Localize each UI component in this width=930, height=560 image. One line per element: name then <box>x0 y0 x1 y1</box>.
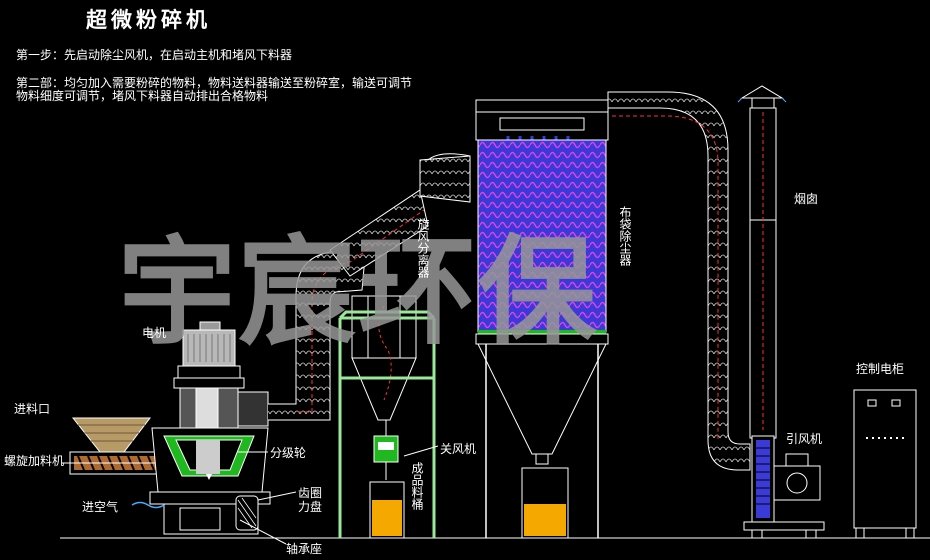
step-one-text: 第一步：先启动除尘风机，在启动主机和堵风下料器 <box>16 48 293 62</box>
label-screw-feeder: 螺旋加料机 <box>4 454 65 468</box>
cyclone-separator <box>338 153 471 538</box>
label-cyclone: 旋风分离器 <box>416 218 430 278</box>
label-motor: 电机 <box>142 326 167 340</box>
label-bag-filter: 布袋除尘器 <box>618 206 632 266</box>
control-cabinet <box>853 389 917 539</box>
screw-feeder <box>62 451 163 475</box>
label-chimney: 烟囱 <box>794 192 819 206</box>
label-control-cabinet: 控制电柜 <box>856 362 905 376</box>
induced-fan <box>743 435 825 539</box>
bag-filter <box>475 99 609 538</box>
label-gear-ring: 齿圈 <box>298 486 323 500</box>
watermark-text: 宇宸环保 <box>118 223 599 361</box>
label-feed-port: 进料口 <box>14 402 51 416</box>
label-induced-fan: 引风机 <box>786 432 823 446</box>
page-title: 超微粉碎机 <box>86 8 211 32</box>
feed-hopper <box>71 417 152 453</box>
chimney <box>737 85 787 439</box>
step-two-text-line2: 物料细度可调节，堵风下料器自动排出合格物料 <box>16 89 269 103</box>
label-product-bucket: 成品料桶 <box>410 462 424 510</box>
product-bucket <box>369 481 405 539</box>
filter-bucket <box>521 467 569 539</box>
label-classifier-wheel: 分级轮 <box>270 446 307 460</box>
main-mill <box>131 321 271 535</box>
step-two-text-line1: 第二部：均匀加入需要粉碎的物料，物料送料器输送至粉碎室，输送可调节 <box>16 76 413 90</box>
label-bearing-seat: 轴承座 <box>286 542 323 556</box>
label-force-plate: 力盘 <box>298 500 323 514</box>
label-airlock: 关风机 <box>440 442 477 456</box>
duct-mill-to-cyclone <box>268 189 429 421</box>
label-air-inlet: 进空气 <box>82 500 119 514</box>
duct-filter-to-fan <box>607 91 751 471</box>
